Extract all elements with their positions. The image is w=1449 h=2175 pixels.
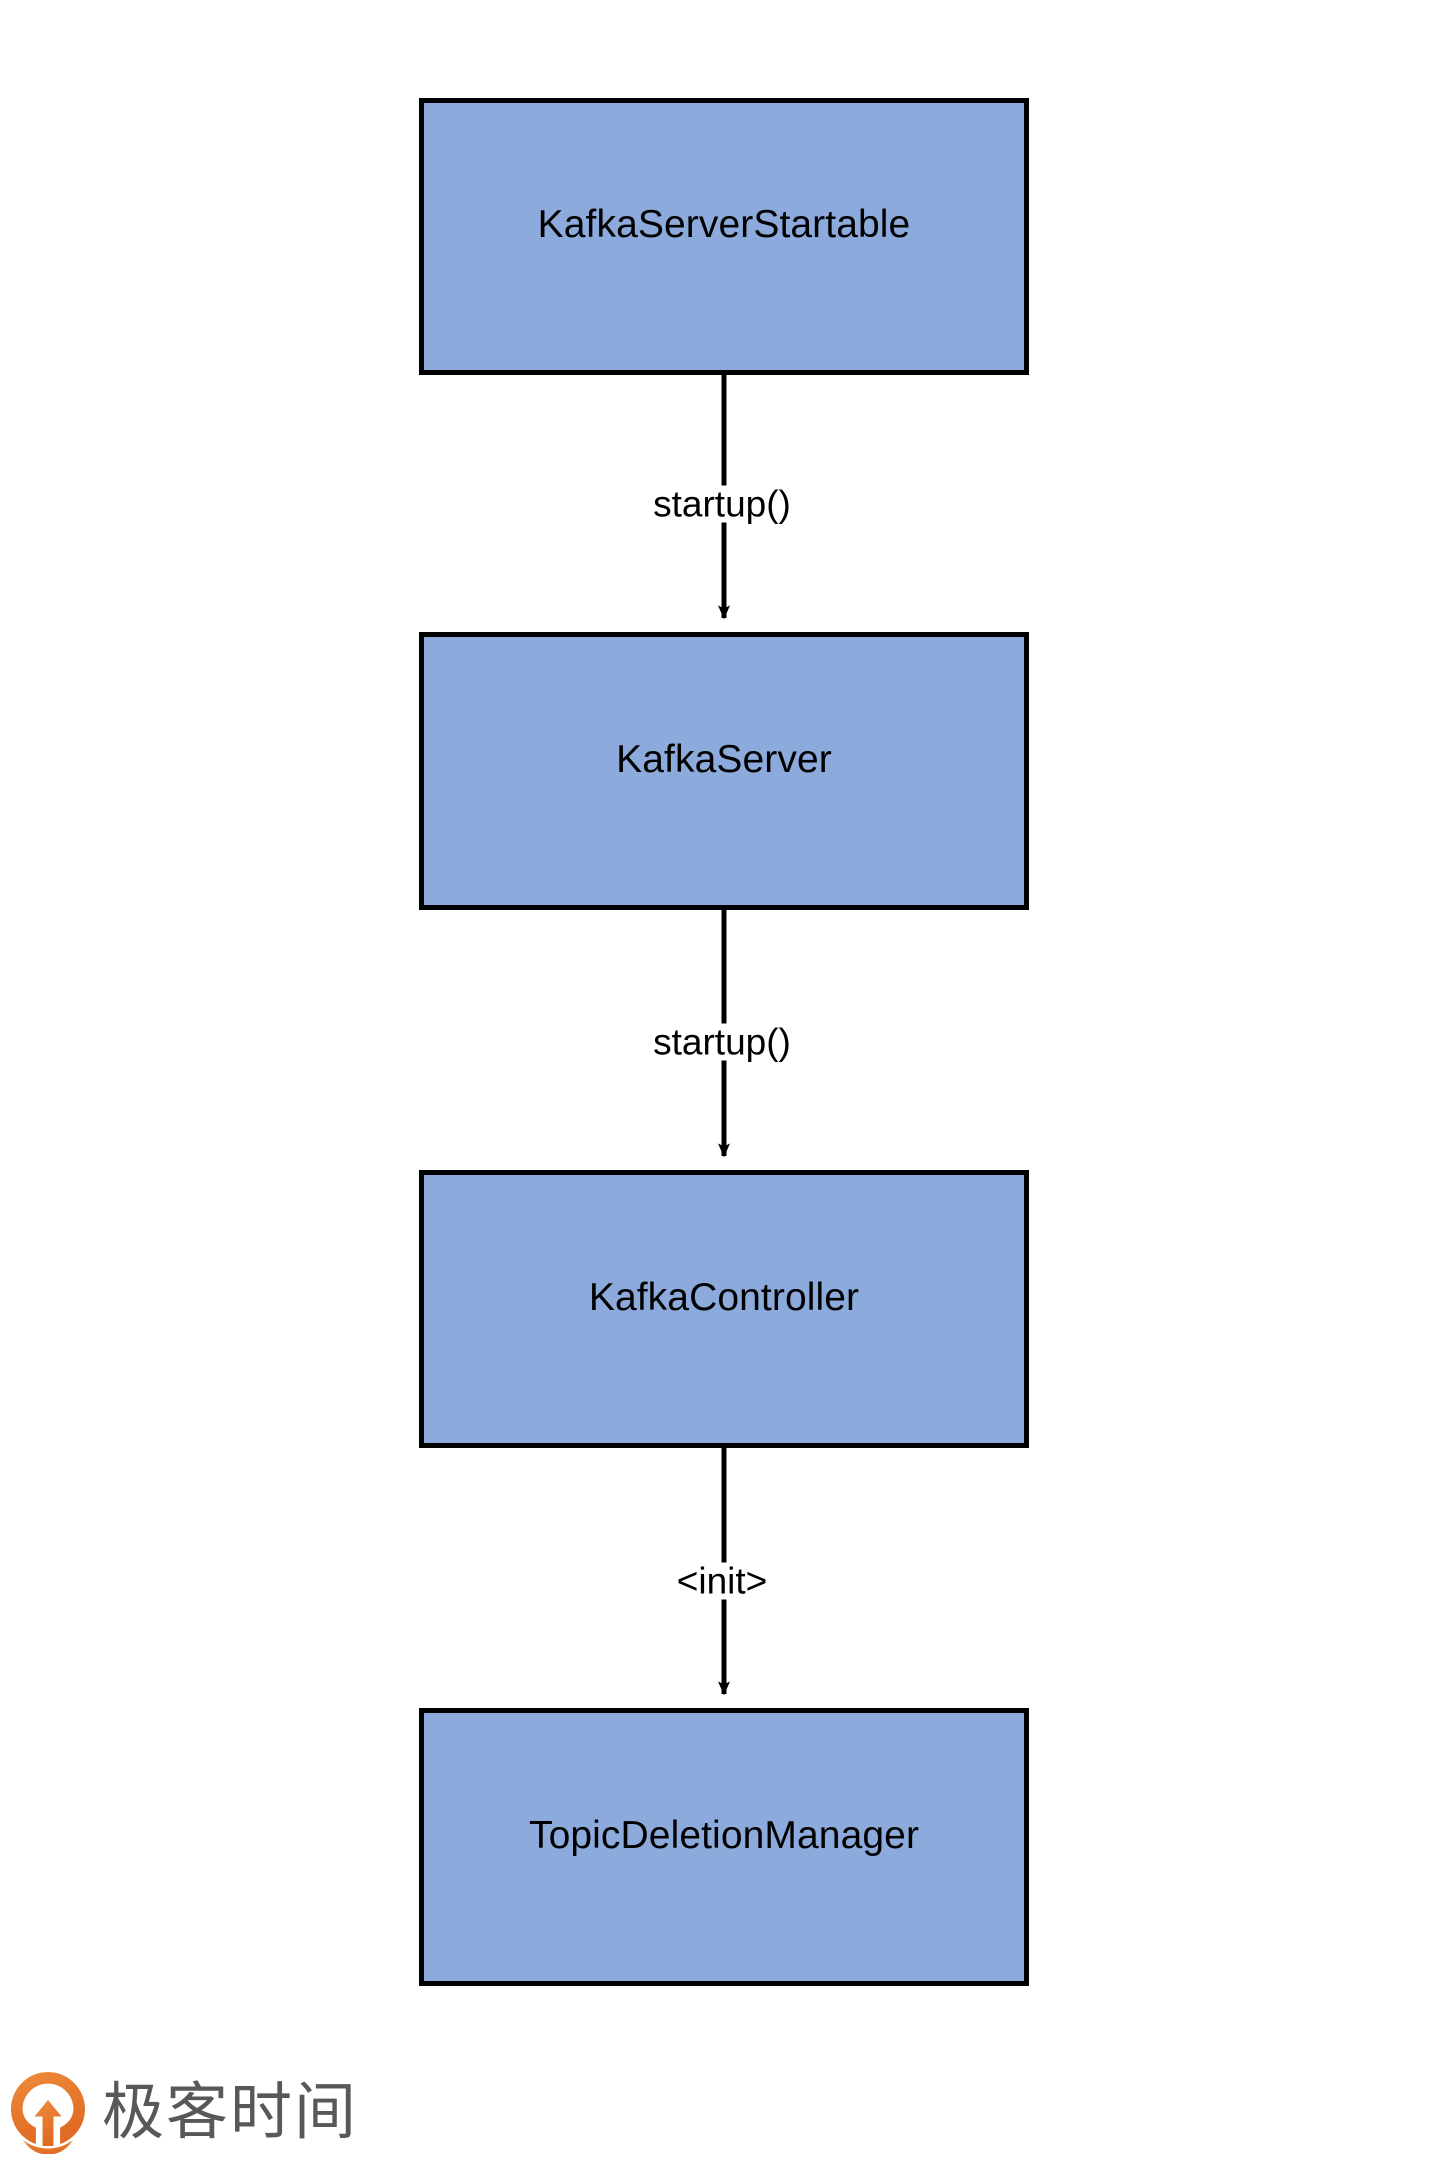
watermark-text: 极客时间 (102, 2075, 359, 2148)
node-label: KafkaServerStartable (537, 203, 911, 246)
edge-label-startup-2: startup() (651, 1021, 793, 1063)
node-topicdeletionmanager[interactable]: TopicDeletionManager (419, 1708, 1029, 1986)
node-label: KafkaServer (616, 737, 832, 781)
node-label: TopicDeletionManager (528, 1813, 920, 1857)
edge-label-init: <init> (674, 1560, 770, 1602)
node-kafkaserver[interactable]: KafkaServer (419, 632, 1029, 910)
geektime-logo-icon (11, 2072, 85, 2154)
node-label: KafkaController (588, 1275, 860, 1319)
watermark: 极客时间 (8, 2064, 368, 2160)
node-kafkacontroller[interactable]: KafkaController (419, 1170, 1029, 1448)
edge-label-startup-1: startup() (651, 483, 793, 525)
node-kafkaserverstartable[interactable]: KafkaServerStartable (419, 98, 1029, 375)
